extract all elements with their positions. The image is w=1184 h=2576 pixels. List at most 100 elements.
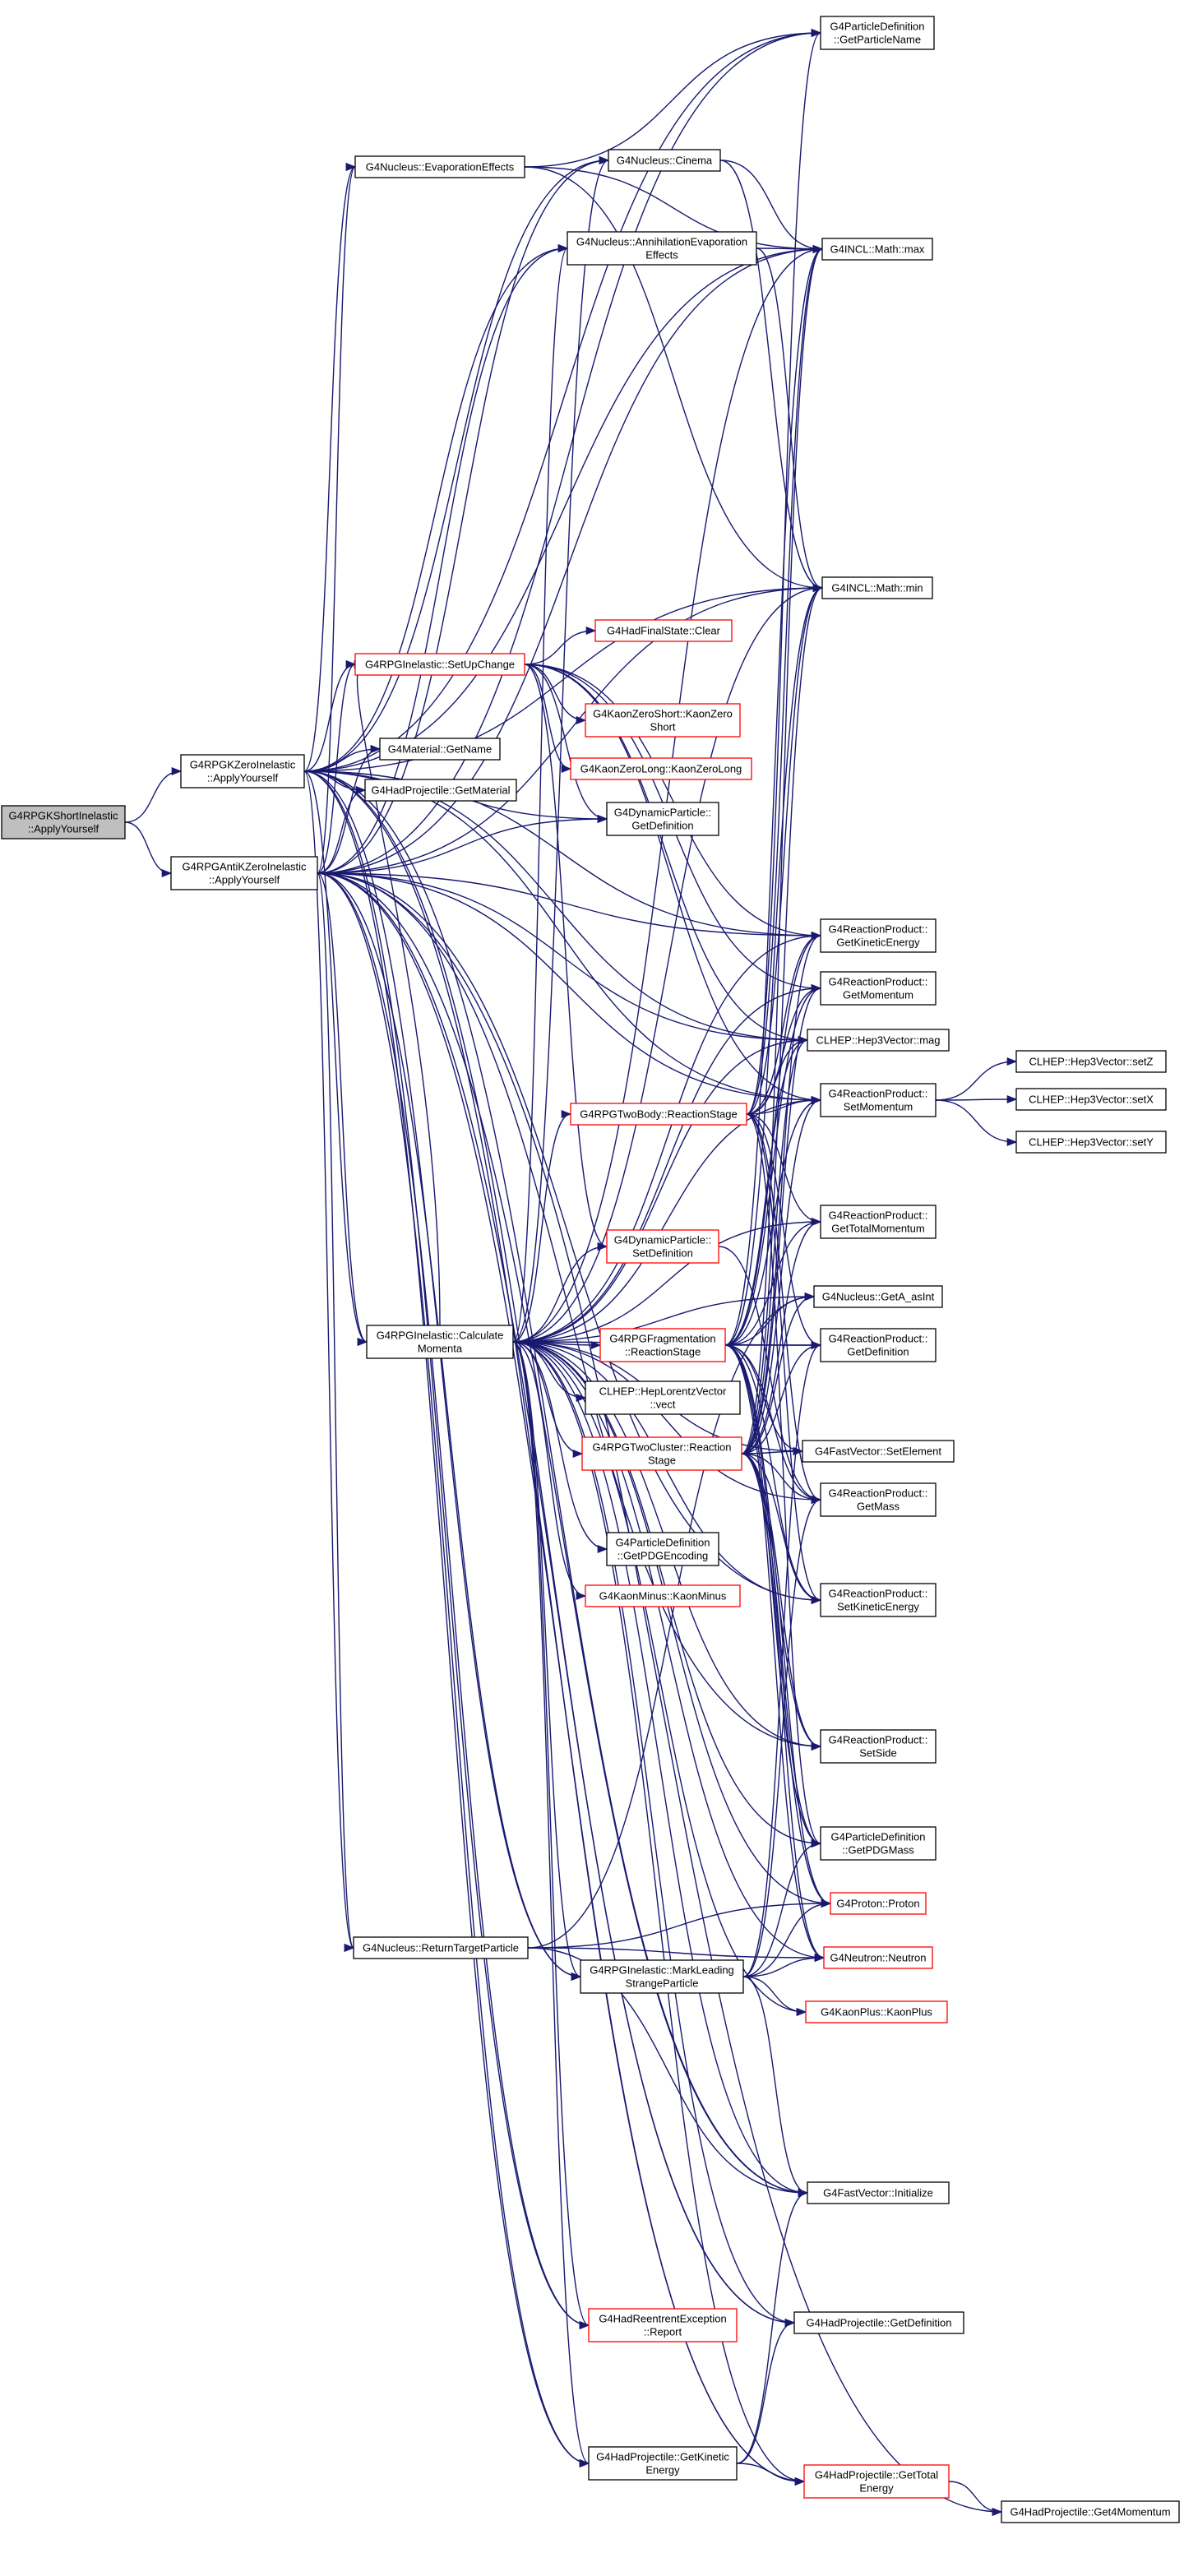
node-label: G4FastVector::Initialize [823,2187,933,2199]
node-returntarget[interactable]: G4Nucleus::ReturnTargetParticle [353,1936,529,1959]
edge-antik_apply-to-rp_getkinetic [317,872,822,941]
node-rp_getmomentum[interactable]: G4ReactionProduct::GetMomentum [820,971,937,1006]
node-rp_setmomentum[interactable]: G4ReactionProduct::SetMomentum [820,1083,937,1117]
edge-twocluster-to-mathmax [741,245,824,1454]
node-mathmin[interactable]: G4INCL::Math::min [821,576,933,599]
node-evap[interactable]: G4Nucleus::EvaporationEffects [354,155,525,178]
node-label: SetKineticEnergy [837,1601,919,1613]
edge-twocluster-to-rp_setmomentum [741,1096,822,1454]
node-box [364,779,517,802]
node-fast_initialize[interactable]: G4FastVector::Initialize [807,2181,950,2204]
node-box [793,2311,964,2334]
node-rp_getmass[interactable]: G4ReactionProduct::GetMass [820,1482,937,1517]
node-rp_setkinetic[interactable]: G4ReactionProduct::SetKineticEnergy [820,1583,937,1617]
node-annihil[interactable]: G4Nucleus::AnnihilationEvaporationEffect… [567,231,757,266]
node-label: ::ApplyYourself [28,823,99,835]
edge-markleading-to-fast_initialize [742,1976,809,2197]
node-label: ::ApplyYourself [207,772,279,784]
node-nucleus_geta[interactable]: G4Nucleus::GetA_asInt [813,1285,943,1308]
node-box [606,802,719,836]
node-label: G4HadProjectile::Get4Momentum [1010,2506,1170,2518]
node-hep3_sety[interactable]: CLHEP::Hep3Vector::setY [1015,1131,1167,1154]
node-reentrant[interactable]: G4HadReentrentException::Report [588,2308,738,2342]
node-hp_get4mom[interactable]: G4HadProjectile::Get4Momentum [1001,2500,1180,2523]
node-hep3_setz[interactable]: CLHEP::Hep3Vector::setZ [1015,1050,1167,1073]
node-kaonplus[interactable]: G4KaonPlus::KaonPlus [805,2000,948,2023]
edge-twocluster-to-rp_setside [741,1453,822,1750]
node-dyn_setdef[interactable]: G4DynamicParticle::SetDefinition [606,1229,719,1264]
node-box [1001,2500,1180,2523]
node-fragmentation[interactable]: G4RPGFragmentation::ReactionStage [599,1328,726,1362]
node-dyn_getdef[interactable]: G4DynamicParticle::GetDefinition [606,802,719,836]
edge-antik_apply-to-particlename [317,28,822,874]
edge-twobody-to-mathmin [746,584,824,1115]
node-root[interactable]: G4RPGKShortInelastic::ApplyYourself [1,805,126,839]
node-hp_getdef[interactable]: G4HadProjectile::GetDefinition [793,2311,964,2334]
edge-annihil-to-mathmax [756,244,824,254]
node-label: G4HadReentrentException [599,2313,726,2325]
node-kzerolong[interactable]: G4KaonZeroLong::KaonZeroLong [570,757,752,780]
edge-markleading-to-rp_getmass [742,1496,822,1977]
node-label: G4DynamicParticle:: [614,1234,711,1246]
edge-calcmomenta-to-rp_getmomentum [512,983,822,1343]
edge-calcmomenta-to-kaonminus [512,1341,587,1600]
node-getname[interactable]: G4Material::GetName [379,738,501,761]
node-label: G4RPGTwoCluster::Reaction [592,1441,731,1454]
node-setupchange[interactable]: G4RPGInelastic::SetUpChange [354,653,525,676]
node-label: G4Nucleus::EvaporationEffects [366,161,515,173]
node-kzeroshort[interactable]: G4KaonZeroShort::KaonZeroShort [585,703,741,738]
node-getkinetic[interactable]: G4HadProjectile::GetKineticEnergy [588,2446,738,2481]
node-box [353,1936,529,1959]
node-getmaterial[interactable]: G4HadProjectile::GetMaterial [364,779,517,802]
edge-annihil-to-mathmin [756,247,824,592]
node-box [821,576,933,599]
node-label: G4ParticleDefinition [831,1831,926,1843]
node-label: G4Nucleus::Cinema [617,155,713,167]
edge-evap-to-particlename [524,28,822,168]
node-particlename[interactable]: G4ParticleDefinition::GetParticleName [820,16,935,50]
node-box [608,149,721,172]
node-twocluster[interactable]: G4RPGTwoCluster::ReactionStage [581,1436,742,1471]
edge-kzero_apply-to-calcmomenta [303,770,368,1346]
node-rp_getkinetic[interactable]: G4ReactionProduct::GetKineticEnergy [820,918,937,953]
node-label: G4RPGInelastic::SetUpChange [365,659,515,671]
node-box [820,1083,937,1117]
node-rp_getdef[interactable]: G4ReactionProduct::GetDefinition [820,1328,937,1362]
node-kaonminus[interactable]: G4KaonMinus::KaonMinus [585,1584,741,1607]
edge-antik_apply-to-hep3_mag [317,872,809,1045]
edge-antik_apply-to-calcmomenta [317,872,368,1346]
node-pdgmass[interactable]: G4ParticleDefinition::GetPDGMass [820,1826,937,1861]
node-hep3_mag[interactable]: CLHEP::Hep3Vector::mag [807,1029,950,1052]
edge-fragmentation-to-rp_getmomentum [724,984,822,1346]
node-lorentz_vect[interactable]: CLHEP::HepLorentzVector::vect [585,1380,741,1415]
node-markleading[interactable]: G4RPGInelastic::MarkLeadingStrangePartic… [580,1959,744,1994]
node-label: G4ReactionProduct:: [829,1487,928,1500]
node-rp_gettotalmom[interactable]: G4ReactionProduct::GetTotalMomentum [820,1205,937,1239]
node-label: G4ReactionProduct:: [829,1333,928,1345]
node-label: StrangeParticle [626,1977,699,1990]
node-pdgencoding[interactable]: G4ParticleDefinition::GetPDGEncoding [606,1532,719,1566]
node-neutron[interactable]: G4Neutron::Neutron [823,1946,933,1969]
node-hep3_setx[interactable]: CLHEP::Hep3Vector::setX [1015,1088,1167,1111]
node-proton[interactable]: G4Proton::Proton [830,1892,927,1915]
edge-fragmentation-to-nucleus_geta [724,1292,816,1346]
node-kzero_apply[interactable]: G4RPGKZeroInelastic::ApplyYourself [180,754,305,789]
node-label: G4ReactionProduct:: [829,923,928,936]
edge-cinema-to-mathmin [719,160,824,592]
edge-setupchange-to-dyn_getdef [524,664,608,824]
node-antik_apply[interactable]: G4RPGAntiKZeroInelastic::ApplyYourself [170,856,318,890]
edge-calcmomenta-to-neutron [512,1341,826,1962]
node-mathmax[interactable]: G4INCL::Math::max [821,238,933,261]
node-cinema[interactable]: G4Nucleus::Cinema [608,149,721,172]
node-label: G4KaonMinus::KaonMinus [599,1590,727,1602]
node-twobody[interactable]: G4RPGTwoBody::ReactionStage [570,1103,747,1126]
node-hadfinal_clear[interactable]: G4HadFinalState::Clear [594,619,733,642]
edge-kzero_apply-to-fast_initialize [303,770,809,2197]
node-label: SetSide [859,1747,897,1760]
node-fast_setelement[interactable]: G4FastVector::SetElement [802,1440,955,1463]
edge-calcmomenta-to-getkinetic [512,1341,590,2467]
node-rp_setside[interactable]: G4ReactionProduct::SetSide [820,1729,937,1764]
edge-calcmomenta-to-markleading [512,1341,582,1981]
